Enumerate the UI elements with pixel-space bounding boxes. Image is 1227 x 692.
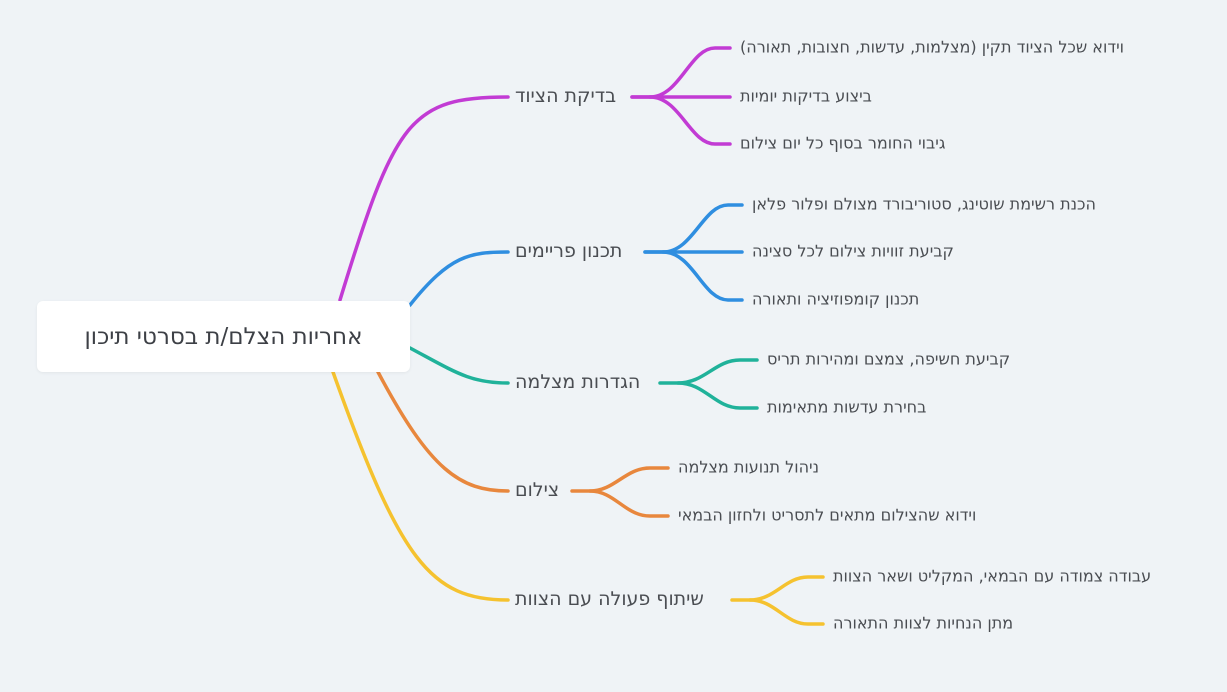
branch-3-lines <box>408 346 759 410</box>
leaf-node[interactable]: ניהול תנועות מצלמה <box>678 457 820 477</box>
branch-2-lines <box>408 203 744 307</box>
leaf-node[interactable]: הכנת רשימת שוטינג, סטוריבורד מצולם ופלור… <box>752 194 1096 214</box>
branch-camera-settings[interactable]: הגדרות מצלמה <box>515 370 641 393</box>
leaf-node[interactable]: קביעת זוויות צילום לכל סצינה <box>752 241 954 261</box>
branch-equipment-check[interactable]: בדיקת הציוד <box>515 84 617 107</box>
leaf-node[interactable]: מתן הנחיות לצוות התאורה <box>833 613 1014 633</box>
branch-team-collaboration[interactable]: שיתוף פעולה עם הצוות <box>515 587 704 610</box>
branch-frame-planning[interactable]: תכנון פריימים <box>515 239 623 262</box>
leaf-node[interactable]: וידוא שכל הציוד תקין (מצלמות, עדשות, חצו… <box>740 37 1125 57</box>
branch-5-lines <box>331 370 825 626</box>
branch-4-lines <box>376 370 670 518</box>
leaf-node[interactable]: גיבוי החומר בסוף כל יום צילום <box>740 133 946 153</box>
leaf-node[interactable]: וידוא שהצילום מתאים לתסריט ולחזון הבמאי <box>678 505 977 525</box>
branch-1-lines <box>338 46 732 302</box>
branch-shooting[interactable]: צילום <box>515 478 560 501</box>
root-node[interactable]: אחריות הצלם/ת בסרטי תיכון <box>37 301 410 372</box>
leaf-node[interactable]: קביעת חשיפה, צמצם ומהירות תריס <box>767 349 1011 369</box>
leaf-node[interactable]: עבודה צמודה עם הבמאי, המקליט ושאר הצוות <box>833 566 1152 586</box>
leaf-node[interactable]: בחירת עדשות מתאימות <box>767 397 927 417</box>
leaf-node[interactable]: תכנון קומפוזיציה ותאורה <box>752 289 920 309</box>
leaf-node[interactable]: ביצוע בדיקות יומיות <box>740 86 872 106</box>
root-label: אחריות הצלם/ת בסרטי תיכון <box>84 323 363 350</box>
